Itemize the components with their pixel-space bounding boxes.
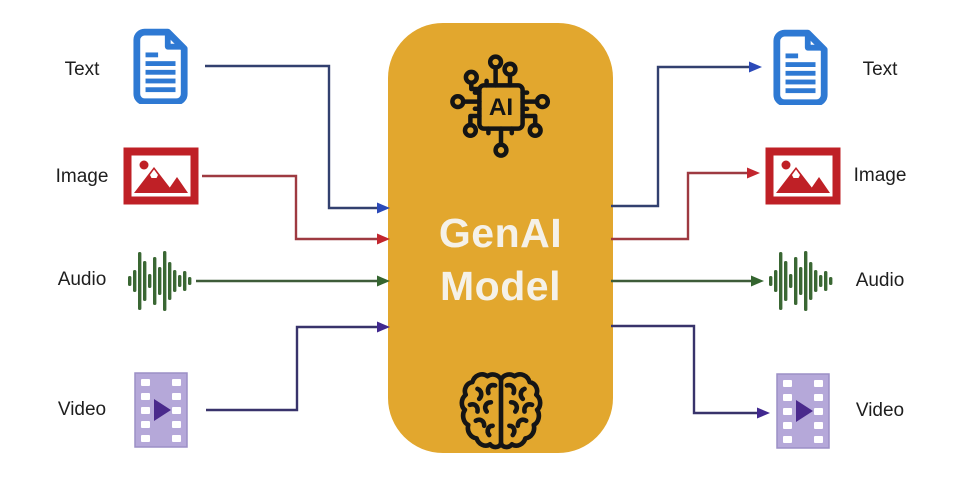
output-image-label: Image <box>853 165 907 186</box>
connector-video-input-line <box>206 325 377 412</box>
connector-video-output-arrowhead <box>757 407 770 419</box>
genai-title-line1: GenAI <box>438 210 563 256</box>
connector-text-output-line <box>611 65 749 208</box>
waveform-icon <box>768 248 834 314</box>
connector-image-output-arrowhead <box>747 167 760 179</box>
genai-model-title: GenAI Model <box>388 207 613 313</box>
film-strip-icon <box>776 373 830 449</box>
output-video-label: Video <box>855 400 905 421</box>
ai-chip-icon <box>447 53 555 161</box>
document-icon <box>772 29 830 105</box>
document-icon <box>132 28 190 104</box>
connector-text-input-line <box>205 64 377 210</box>
connector-video-output-line <box>611 324 757 415</box>
connector-image-output-line <box>611 171 747 241</box>
brain-icon <box>459 367 543 451</box>
output-audio-label: Audio <box>855 270 905 291</box>
waveform-icon <box>127 248 193 314</box>
film-strip-icon <box>134 372 188 448</box>
input-video-label: Video <box>57 399 107 420</box>
genai-model-box: GenAI Model <box>388 23 613 453</box>
input-image-label: Image <box>55 166 109 187</box>
connector-audio-output-arrowhead <box>751 275 764 287</box>
connector-text-output-arrowhead <box>749 61 762 73</box>
picture-icon <box>123 147 199 205</box>
input-text-label: Text <box>64 59 100 80</box>
output-text-label: Text <box>862 59 898 80</box>
connector-image-input-line <box>202 174 377 241</box>
genai-title-line2: Model <box>440 263 561 309</box>
input-audio-label: Audio <box>57 269 107 290</box>
